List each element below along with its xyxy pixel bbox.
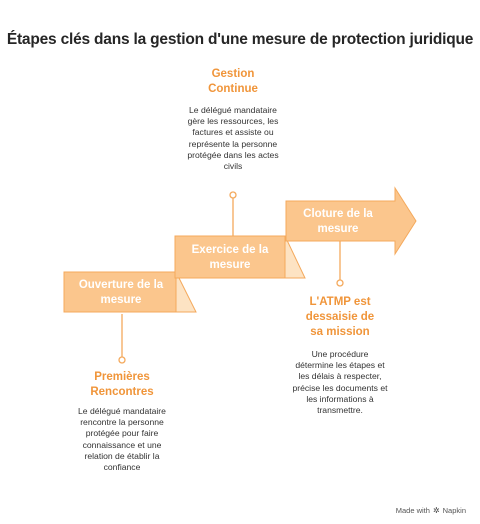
step-3-heading: L'ATMP est dessaisie de sa mission <box>305 296 375 338</box>
step-1-description: Le délégué mandataire rencontre la perso… <box>78 406 166 473</box>
footer-attribution: Made with ✲ Napkin <box>396 506 466 515</box>
made-with-text: Made with <box>395 506 430 515</box>
step-2-description: Le délégué mandataire gère les ressource… <box>187 105 279 172</box>
step-2-fold <box>284 235 306 279</box>
diagram-title: Étapes clés dans la gestion d'une mesure… <box>6 31 474 48</box>
step-1-heading: Premières Rencontres <box>90 371 154 398</box>
step-2-label: Exercice de la mesure <box>191 244 269 271</box>
step-1-label: Ouverture de la mesure <box>78 279 164 306</box>
step-2-box <box>174 235 286 279</box>
connector-dot-step-1 <box>118 356 126 364</box>
step-3-label: Cloture de la mesure <box>303 208 373 235</box>
napkin-logo-icon: ✲ <box>432 506 440 515</box>
step-1-box <box>63 271 177 313</box>
connector-dot-step-3 <box>336 279 344 287</box>
connector-dot-step-2 <box>229 191 237 199</box>
napkin-brand-text: Napkin <box>442 506 466 515</box>
step-2-heading: Gestion Continue <box>208 68 258 95</box>
step-3-arrow <box>285 186 417 256</box>
step-3-description: Une procédure détermine les étapes et le… <box>292 349 388 416</box>
